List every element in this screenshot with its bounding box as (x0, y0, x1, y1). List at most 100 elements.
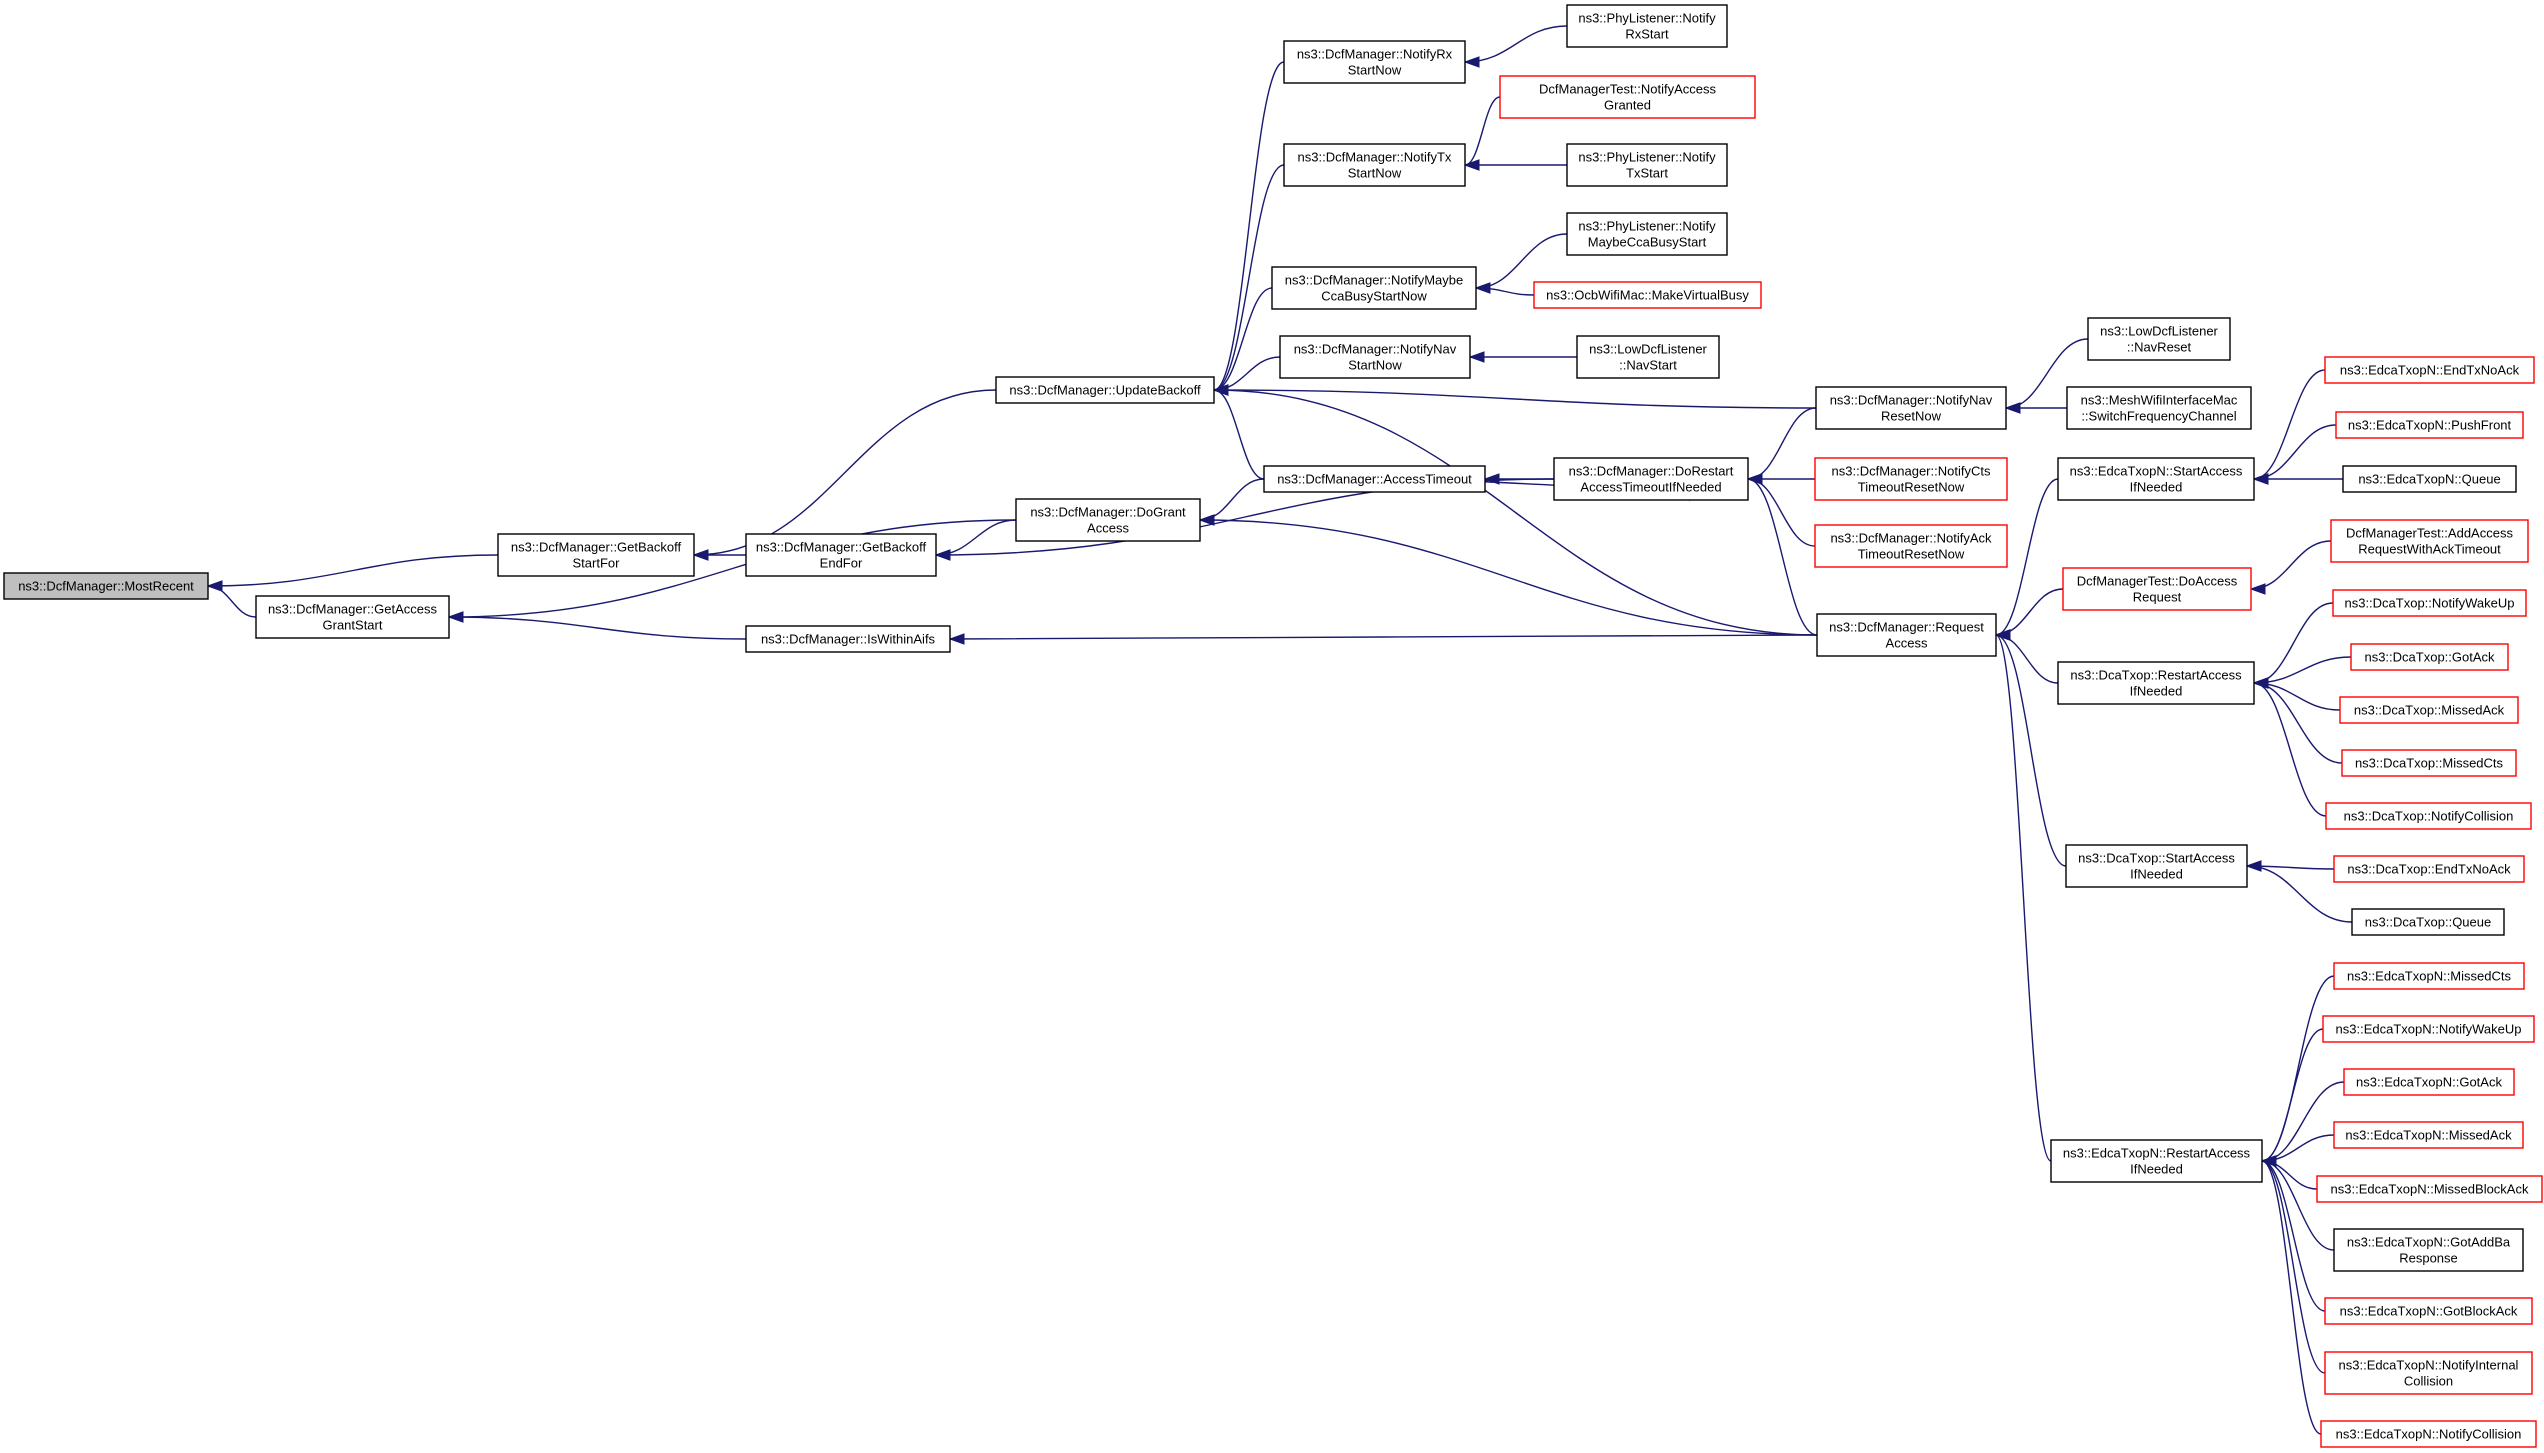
node-box[interactable] (1263, 465, 1486, 493)
node-box[interactable] (2065, 844, 2248, 888)
node-box[interactable] (255, 595, 450, 639)
node-dca_missedack[interactable]: ns3::DcaTxop::MissedAck (2339, 696, 2519, 724)
node-box[interactable] (1499, 75, 1756, 119)
node-box[interactable] (2316, 1175, 2543, 1203)
node-mostrecent[interactable]: ns3::DcfManager::MostRecent (3, 572, 209, 600)
node-notifyack[interactable]: ns3::DcfManager::NotifyAckTimeoutResetNo… (1814, 524, 2008, 568)
node-box[interactable] (1015, 498, 1201, 542)
node-dca_gotack[interactable]: ns3::DcaTxop::GotAck (2350, 643, 2509, 671)
node-updatebackoff[interactable]: ns3::DcfManager::UpdateBackoff (995, 376, 1215, 404)
node-box[interactable] (2350, 643, 2509, 671)
node-box[interactable] (1283, 40, 1466, 84)
node-box[interactable] (1576, 335, 1720, 379)
node-box[interactable] (745, 625, 951, 653)
node-box[interactable] (2320, 1420, 2537, 1448)
node-box[interactable] (2330, 519, 2529, 563)
node-box[interactable] (2342, 465, 2517, 493)
node-box[interactable] (2322, 1015, 2535, 1043)
node-lownavstart[interactable]: ns3::LowDcfListener::NavStart (1576, 335, 1720, 379)
node-box[interactable] (3, 572, 209, 600)
node-box[interactable] (745, 533, 937, 577)
node-iswithinaifs[interactable]: ns3::DcfManager::IsWithinAifs (745, 625, 951, 653)
node-box[interactable] (1271, 266, 1477, 310)
node-dca_notifywakeup[interactable]: ns3::DcaTxop::NotifyWakeUp (2332, 589, 2527, 617)
node-box[interactable] (2087, 317, 2231, 361)
node-box[interactable] (995, 376, 1215, 404)
node-dca_missedcts[interactable]: ns3::DcaTxop::MissedCts (2341, 749, 2517, 777)
node-edca_pushfront[interactable]: ns3::EdcaTxopN::PushFront (2335, 411, 2524, 439)
node-box[interactable] (2066, 386, 2252, 430)
node-box[interactable] (2351, 908, 2505, 936)
node-box[interactable] (2333, 1121, 2524, 1149)
node-box[interactable] (2057, 457, 2255, 501)
node-edca_gotack[interactable]: ns3::EdcaTxopN::GotAck (2343, 1068, 2515, 1096)
node-box[interactable] (2339, 696, 2519, 724)
node-notifycts[interactable]: ns3::DcfManager::NotifyCtsTimeoutResetNo… (1814, 457, 2008, 501)
node-box[interactable] (1553, 457, 1749, 501)
node-box[interactable] (1566, 4, 1728, 48)
node-box[interactable] (2333, 962, 2525, 990)
node-box[interactable] (2057, 661, 2255, 705)
node-box[interactable] (1814, 524, 2008, 568)
node-box[interactable] (497, 533, 695, 577)
node-box[interactable] (1815, 386, 2007, 430)
node-edca_notifywakeup[interactable]: ns3::EdcaTxopN::NotifyWakeUp (2322, 1015, 2535, 1043)
node-test_addaccess[interactable]: DcfManagerTest::AddAccessRequestWithAckT… (2330, 519, 2529, 563)
node-edca_missedack[interactable]: ns3::EdcaTxopN::MissedAck (2333, 1121, 2524, 1149)
node-box[interactable] (2332, 589, 2527, 617)
node-dorestart[interactable]: ns3::DcfManager::DoRestartAccessTimeoutI… (1553, 457, 1749, 501)
node-box[interactable] (2062, 567, 2252, 611)
node-dca_notifycollision[interactable]: ns3::DcaTxop::NotifyCollision (2325, 802, 2532, 830)
node-box[interactable] (1533, 281, 1762, 309)
node-box[interactable] (1814, 457, 2008, 501)
node-phymaybe[interactable]: ns3::PhyListener::NotifyMaybeCcaBusyStar… (1566, 212, 1728, 256)
node-box[interactable] (2324, 356, 2535, 384)
node-meshswitch[interactable]: ns3::MeshWifiInterfaceMac::SwitchFrequen… (2066, 386, 2252, 430)
node-box[interactable] (1566, 212, 1728, 256)
node-edca_notifycollision[interactable]: ns3::EdcaTxopN::NotifyCollision (2320, 1420, 2537, 1448)
node-box[interactable] (1566, 143, 1728, 187)
node-ocbvirtual[interactable]: ns3::OcbWifiMac::MakeVirtualBusy (1533, 281, 1762, 309)
node-edca_endtxnoack[interactable]: ns3::EdcaTxopN::EndTxNoAck (2324, 356, 2535, 384)
node-box[interactable] (2325, 802, 2532, 830)
node-notifymaybe[interactable]: ns3::DcfManager::NotifyMaybeCcaBusyStart… (1271, 266, 1477, 310)
node-box[interactable] (2343, 1068, 2515, 1096)
node-box[interactable] (1279, 335, 1471, 379)
node-box[interactable] (2341, 749, 2517, 777)
node-box[interactable] (2324, 1297, 2533, 1325)
node-lownavreset[interactable]: ns3::LowDcfListener::NavReset (2087, 317, 2231, 361)
node-accesstimeout[interactable]: ns3::DcfManager::AccessTimeout (1263, 465, 1486, 493)
node-box[interactable] (2050, 1139, 2263, 1183)
node-dca_queue[interactable]: ns3::DcaTxop::Queue (2351, 908, 2505, 936)
node-box[interactable] (1283, 143, 1466, 187)
node-edca_gotblockack[interactable]: ns3::EdcaTxopN::GotBlockAck (2324, 1297, 2533, 1325)
node-edca_queue[interactable]: ns3::EdcaTxopN::Queue (2342, 465, 2517, 493)
node-box[interactable] (1816, 613, 1997, 657)
node-box[interactable] (2335, 411, 2524, 439)
node-dca_endtxnoack[interactable]: ns3::DcaTxop::EndTxNoAck (2333, 855, 2525, 883)
node-edca_missedcts[interactable]: ns3::EdcaTxopN::MissedCts (2333, 962, 2525, 990)
node-box[interactable] (2333, 1228, 2524, 1272)
node-box[interactable] (2324, 1351, 2533, 1395)
node-box[interactable] (2333, 855, 2525, 883)
node-edca_missedblockack[interactable]: ns3::EdcaTxopN::MissedBlockAck (2316, 1175, 2543, 1203)
